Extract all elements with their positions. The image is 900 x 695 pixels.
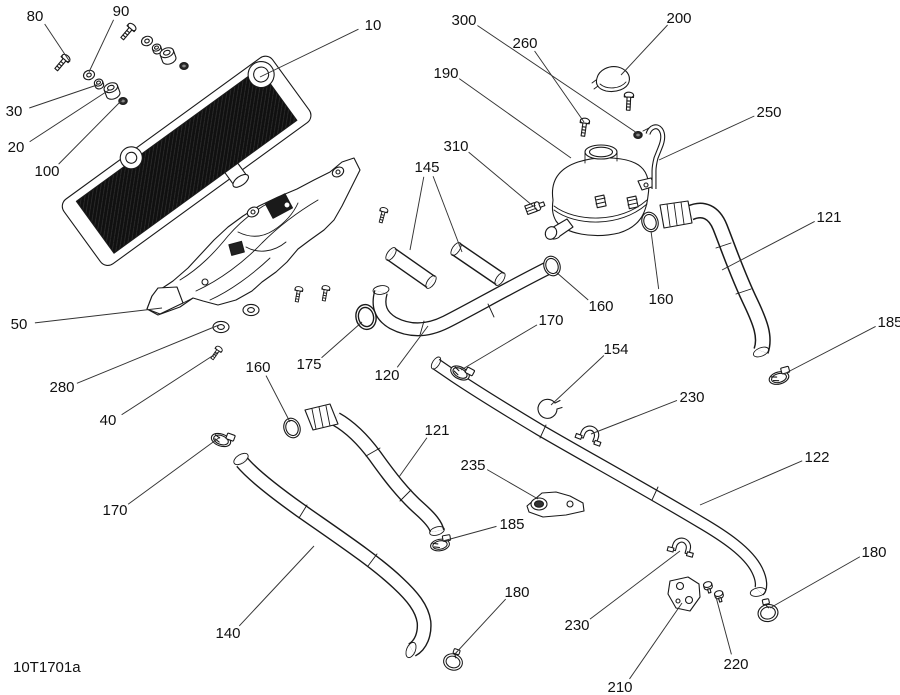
- callout-label-310: 310: [443, 138, 468, 155]
- callout-leader-160: [555, 271, 589, 301]
- callout-leader-180: [453, 598, 507, 656]
- callout-label-260: 260: [512, 35, 537, 52]
- callout-leader-145: [432, 176, 463, 253]
- callout-label-170: 170: [102, 502, 127, 519]
- callout-leader-170: [460, 324, 538, 371]
- callout-leader-145: [409, 176, 425, 251]
- drawing-code: 10T1701a: [13, 659, 81, 676]
- callout-label-250: 250: [756, 104, 781, 121]
- fan-shroud-assembly: [146, 157, 361, 316]
- callout-label-50: 50: [11, 316, 28, 333]
- callout-leader-200: [620, 24, 668, 76]
- callout-label-30: 30: [6, 103, 23, 120]
- callout-leader-190: [458, 78, 572, 159]
- callout-label-160: 160: [648, 291, 673, 308]
- callout-label-180: 180: [504, 584, 529, 601]
- callout-leader-230: [590, 399, 678, 435]
- callout-leader-121: [721, 221, 815, 271]
- callout-leader-230: [589, 550, 681, 620]
- callout-leader-50: [34, 307, 163, 324]
- callout-label-280: 280: [49, 379, 74, 396]
- callout-leader-280: [76, 324, 220, 384]
- callout-leader-20: [29, 89, 110, 143]
- callout-leader-185: [783, 325, 876, 375]
- callout-label-80: 80: [27, 8, 44, 25]
- hose-formed-120: [352, 253, 564, 337]
- callout-label-230: 230: [679, 389, 704, 406]
- radiator: [61, 55, 312, 266]
- callout-leader-121: [398, 437, 428, 478]
- callout-label-154: 154: [603, 341, 628, 358]
- overflow-tube: [642, 124, 666, 189]
- callout-leader-80: [44, 23, 71, 63]
- callout-label-120: 120: [374, 367, 399, 384]
- callout-leader-90: [88, 19, 114, 73]
- coolant-reservoir-tank: [544, 144, 656, 240]
- callout-leader-175: [321, 321, 363, 359]
- callout-label-160: 160: [588, 298, 613, 315]
- callout-label-230: 230: [564, 617, 589, 634]
- callout-leader-235: [486, 469, 539, 500]
- callout-leader-310: [468, 151, 534, 207]
- bolts-220: [702, 580, 726, 604]
- callout-label-190: 190: [433, 65, 458, 82]
- hose-upper-right: [638, 200, 793, 387]
- fitting-310: [524, 201, 546, 216]
- callout-leader-120: [396, 325, 429, 368]
- callout-label-185: 185: [877, 314, 900, 331]
- callout-label-300: 300: [451, 12, 476, 29]
- pipe-122: [430, 356, 781, 624]
- callout-label-180: 180: [861, 544, 886, 561]
- callout-leader-30: [29, 84, 98, 109]
- callout-label-121: 121: [424, 422, 449, 439]
- callout-label-10: 10: [365, 17, 382, 34]
- callout-leader-40: [121, 350, 221, 416]
- callout-label-185: 185: [499, 516, 524, 533]
- callout-label-210: 210: [607, 679, 632, 695]
- callout-leader-210: [629, 602, 683, 680]
- callout-leader-180: [769, 556, 861, 609]
- hose-lower-140: [233, 452, 467, 674]
- callout-leader-220: [715, 596, 732, 655]
- callout-label-122: 122: [804, 449, 829, 466]
- callout-label-100: 100: [34, 163, 59, 180]
- callout-leader-160: [650, 230, 660, 290]
- bracket-210: [667, 576, 701, 612]
- callout-leader-10: [259, 28, 359, 78]
- callout-label-121: 121: [816, 209, 841, 226]
- callout-label-90: 90: [113, 3, 130, 20]
- callout-label-40: 40: [100, 412, 117, 429]
- callout-leader-140: [238, 545, 315, 627]
- pressure-cap: [591, 66, 630, 93]
- callout-leader-185: [442, 525, 497, 542]
- hose-middle-121: [209, 403, 453, 553]
- bracket-235: [526, 491, 585, 518]
- callout-leader-170: [127, 436, 221, 505]
- callout-leader-250: [658, 115, 755, 161]
- callout-label-200: 200: [666, 10, 691, 27]
- callout-label-220: 220: [723, 656, 748, 673]
- callout-label-140: 140: [215, 625, 240, 642]
- short-hoses: [385, 242, 506, 289]
- callout-label-235: 235: [460, 457, 485, 474]
- radiator-mount-hardware-2: [118, 21, 189, 70]
- callout-leader-160: [265, 375, 291, 423]
- callout-leader-260: [534, 50, 585, 123]
- callout-label-20: 20: [8, 139, 25, 156]
- callout-label-175: 175: [296, 356, 321, 373]
- callout-label-145: 145: [414, 159, 439, 176]
- callout-label-170: 170: [538, 312, 563, 329]
- callout-leader-100: [58, 99, 123, 165]
- callout-leader-122: [699, 460, 803, 506]
- callout-label-160: 160: [245, 359, 270, 376]
- callout-leader-300: [477, 25, 638, 134]
- callout-leader-154: [550, 355, 605, 406]
